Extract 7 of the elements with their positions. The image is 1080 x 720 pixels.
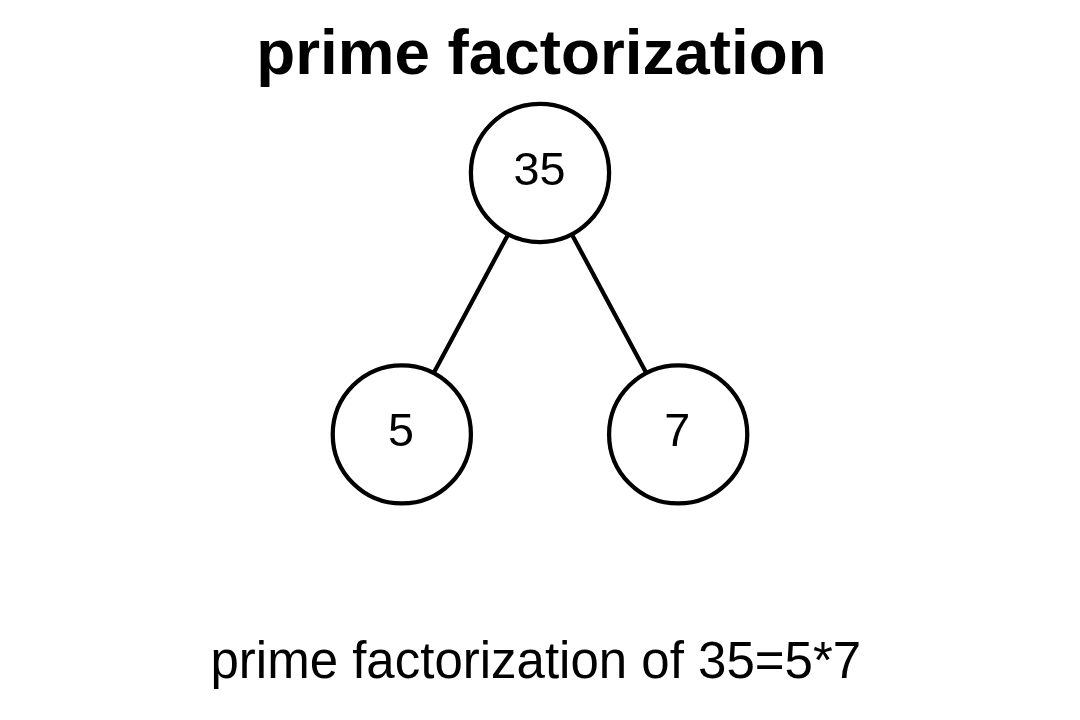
node-circle: 7 — [606, 363, 750, 506]
node-circle: 5 — [330, 363, 474, 506]
diagram-title: prime factorization — [256, 16, 827, 89]
caption: prime factorization of 35=5*7 — [210, 632, 862, 690]
node-circle: 35 — [468, 101, 612, 245]
connector — [431, 233, 510, 374]
connector — [570, 233, 649, 374]
